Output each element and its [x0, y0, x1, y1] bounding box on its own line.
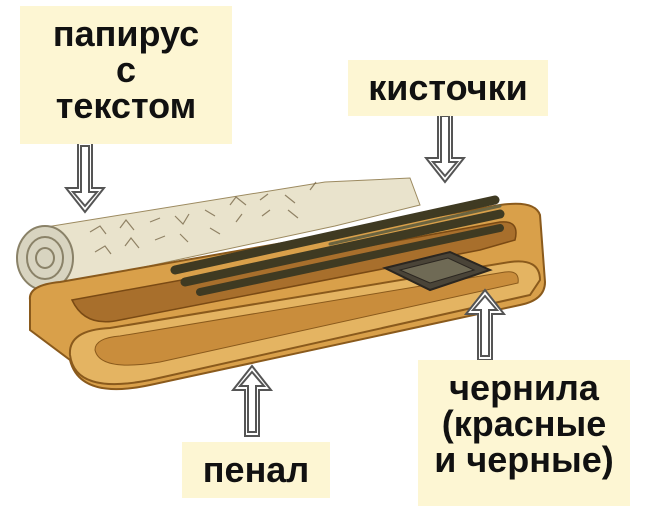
label-brushes: кисточки [348, 60, 548, 116]
arrow-to-ink [463, 288, 507, 361]
label-brushes-text: кисточки [368, 67, 528, 108]
label-ink-line-3: и черные) [434, 439, 614, 480]
arrow-to-brushes [423, 111, 467, 184]
label-papyrus-line-1: папирус [52, 13, 200, 54]
label-papyrus: папирус с текстом [20, 6, 232, 144]
arrow-to-case [230, 364, 274, 437]
papyrus-scroll [16, 177, 421, 291]
label-pen-case-text: пенал [202, 449, 310, 490]
ink-wells [382, 250, 493, 292]
label-papyrus-line-2: с [115, 49, 137, 90]
label-papyrus-line-3: текстом [55, 85, 197, 126]
label-ink-line-2: (красные [441, 403, 607, 444]
arrow-to-papyrus [63, 141, 107, 214]
label-ink: чернила (красные и черные) [418, 360, 630, 506]
label-pen-case: пенал [182, 442, 330, 498]
label-ink-line-1: чернила [449, 367, 599, 408]
reed-brushes [170, 195, 505, 296]
